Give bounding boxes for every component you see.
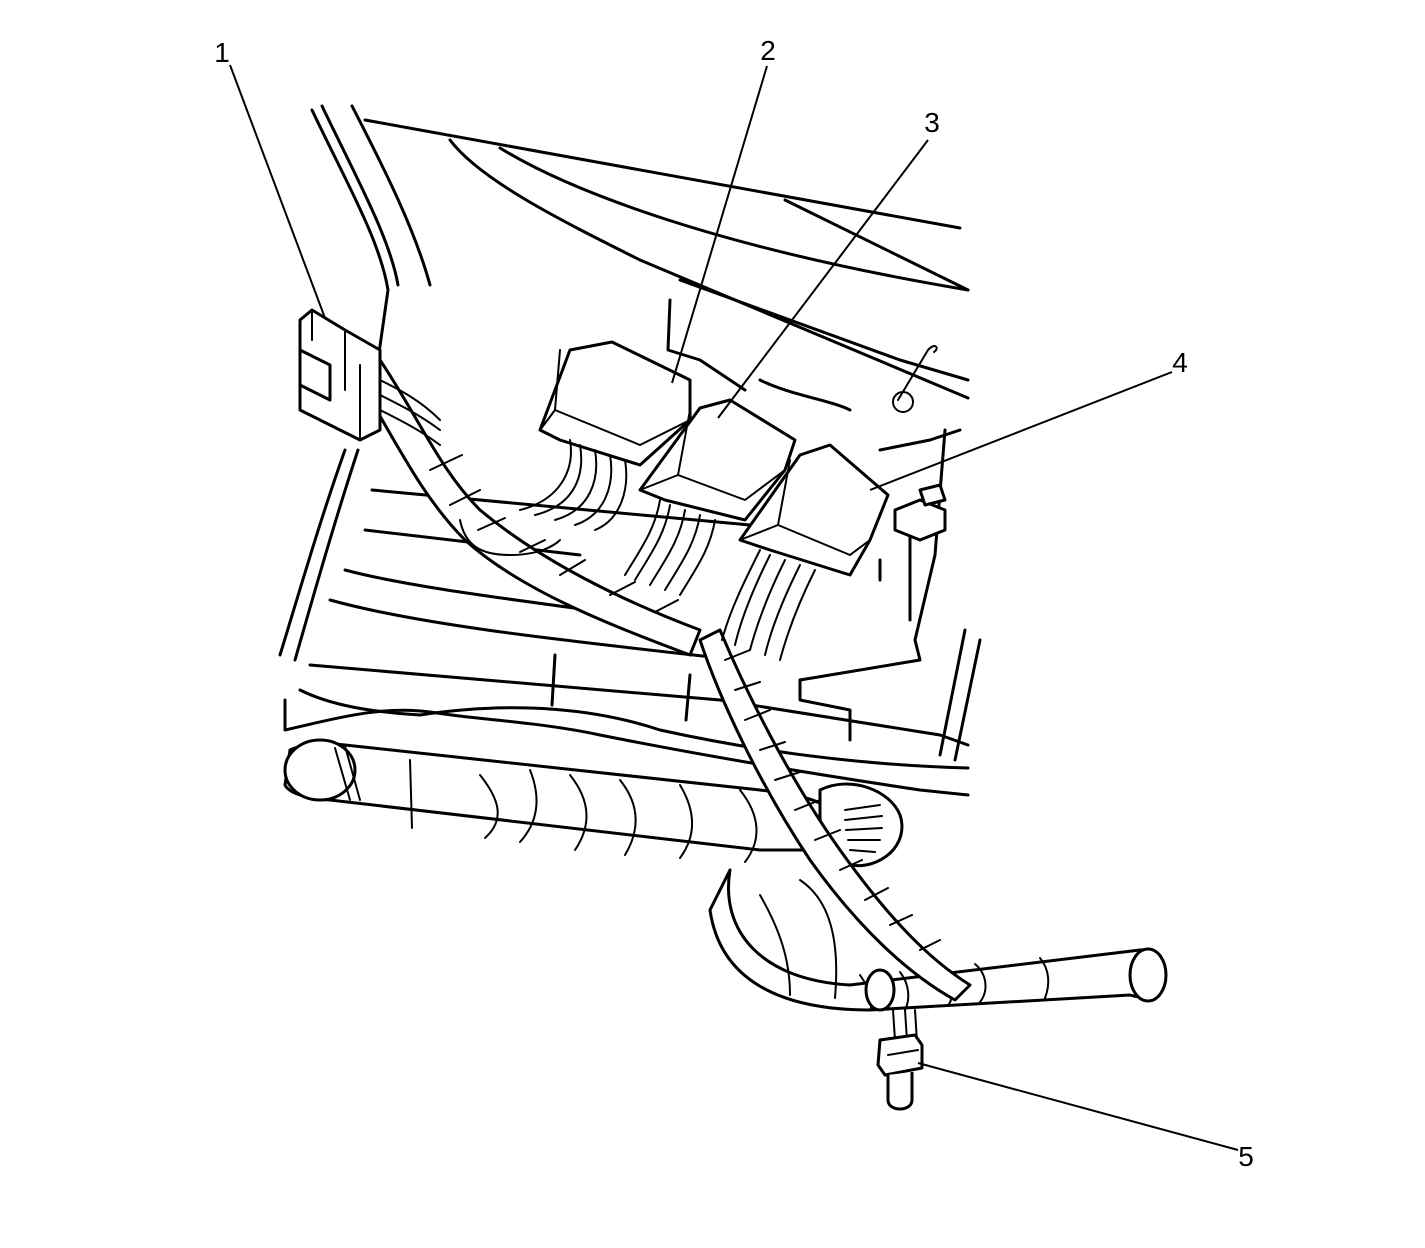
connector-4 <box>721 443 947 661</box>
callout-2: 2 <box>760 35 776 66</box>
connector-2 <box>519 340 692 531</box>
leader-4 <box>869 371 1173 491</box>
leader-5 <box>917 1062 1239 1151</box>
leader-1 <box>229 64 326 319</box>
leader-3 <box>717 139 929 419</box>
callout-5: 5 <box>1238 1141 1254 1172</box>
callout-1: 1 <box>214 37 230 68</box>
connector-5 <box>876 1009 924 1111</box>
connector-1 <box>298 308 441 446</box>
leader-2 <box>671 65 768 384</box>
callout-labels: 1 2 3 4 5 <box>214 35 1254 1172</box>
callout-3: 3 <box>924 107 940 138</box>
instrument-panel-structure <box>278 104 982 797</box>
leader-lines <box>229 64 1239 1151</box>
lower-harness-branch <box>708 868 1168 1012</box>
callout-4: 4 <box>1172 347 1188 378</box>
connector-3 <box>624 398 797 596</box>
